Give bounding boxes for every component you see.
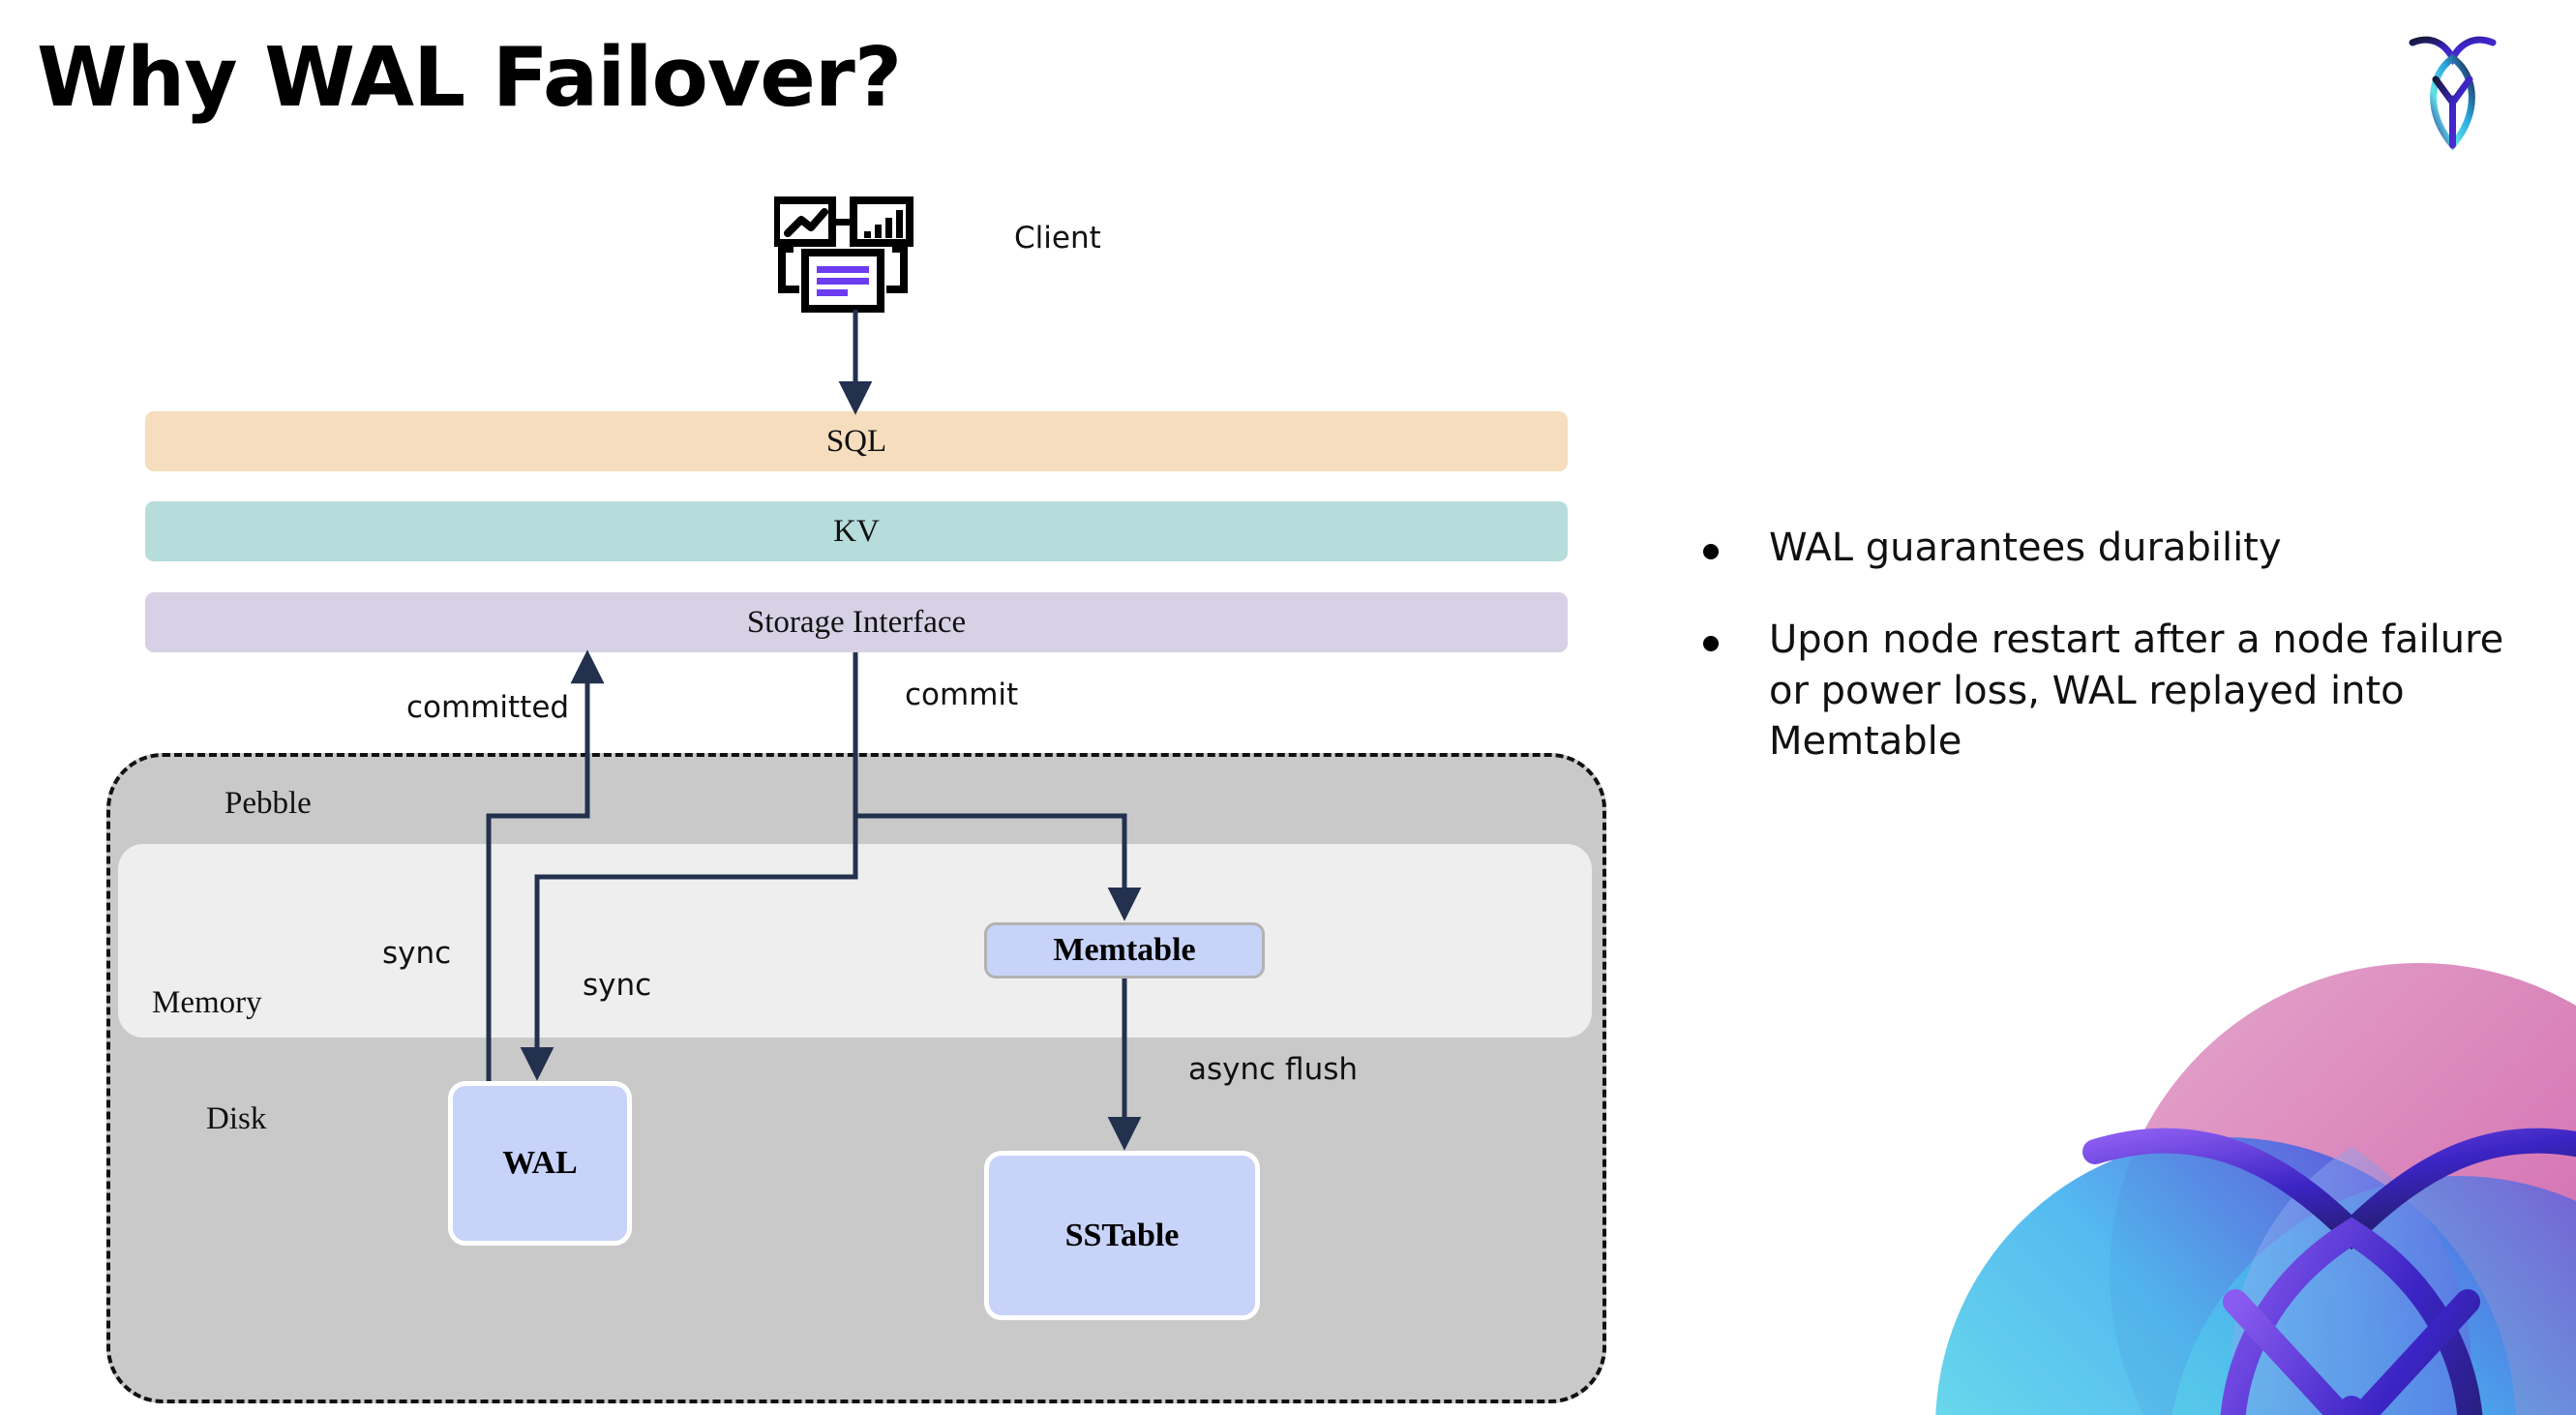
pebble-label: Pebble — [225, 786, 312, 821]
cockroachdb-logo-icon — [2409, 36, 2497, 151]
node-label-wal: WAL — [502, 1145, 578, 1181]
bullet-list: WAL guarantees durability Upon node rest… — [1703, 523, 2526, 808]
list-item: Upon node restart after a node failure o… — [1703, 615, 2526, 768]
layer-label-sql: SQL — [825, 423, 887, 459]
edge-label-sync-left: sync — [382, 936, 452, 971]
layer-bar-storage-interface: Storage Interface — [145, 592, 1568, 652]
disk-label: Disk — [206, 1101, 267, 1136]
edge-label-commit: commit — [905, 677, 1019, 712]
bullet-text: WAL guarantees durability — [1769, 526, 2282, 570]
bullet-text: Upon node restart after a node failure o… — [1769, 617, 2504, 765]
node-label-sstable: SSTable — [1064, 1217, 1180, 1253]
bullet-dot-icon — [1703, 635, 1719, 651]
edge-label-async-flush: async flush — [1188, 1052, 1359, 1087]
edge-label-sync-right: sync — [583, 968, 652, 1003]
page-title: Why WAL Failover? — [37, 30, 902, 126]
client-label: Client — [1014, 221, 1101, 256]
edge-label-committed: committed — [406, 690, 570, 725]
client-dashboard-icon — [774, 196, 914, 313]
layer-bar-kv: KV — [145, 501, 1568, 561]
node-label-memtable: Memtable — [1053, 932, 1196, 968]
bullet-dot-icon — [1703, 544, 1719, 559]
decorative-logo-art — [1935, 963, 2576, 1415]
layer-label-storage-interface: Storage Interface — [746, 604, 967, 640]
memory-region — [118, 844, 1592, 1038]
node-memtable: Memtable — [984, 922, 1265, 978]
node-sstable: SSTable — [984, 1151, 1260, 1320]
list-item: WAL guarantees durability — [1703, 523, 2526, 574]
memory-label: Memory — [152, 985, 262, 1020]
node-wal: WAL — [448, 1081, 632, 1246]
layer-label-kv: KV — [833, 513, 880, 549]
layer-bar-sql: SQL — [145, 411, 1568, 471]
